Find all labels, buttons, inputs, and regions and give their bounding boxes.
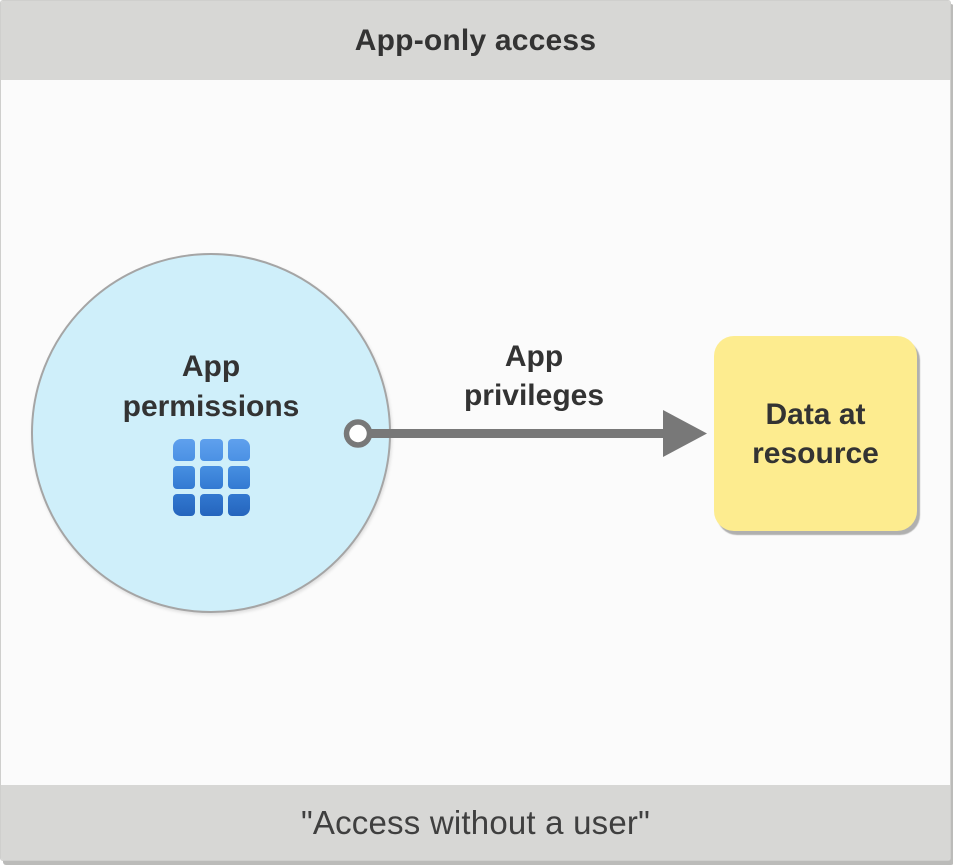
diagram-caption-bar: "Access without a user" [1,785,950,860]
diagram-caption: "Access without a user" [300,803,650,841]
grid-cell [173,493,196,516]
app-grid-icon [173,439,250,516]
data-at-resource-label: Data at resource [752,397,879,470]
grid-cell [173,439,196,462]
data-at-resource-box: Data at resource [714,336,917,531]
arrow-origin-dot [343,419,373,448]
app-permissions-label: App permissions [122,350,300,423]
grid-cell [200,466,223,489]
app-privileges-label: App privileges [463,340,605,412]
grid-cell [173,466,196,489]
diagram-title-bar: App-only access [1,1,950,80]
grid-cell [200,439,223,462]
grid-cell [200,493,223,516]
privileges-arrow [343,410,707,457]
grid-cell [227,493,250,516]
arrow-head [663,410,707,457]
grid-cell [227,439,250,462]
diagram-title: App-only access [354,23,597,57]
app-permissions-circle: App permissions [31,253,391,613]
grid-cell [227,466,250,489]
